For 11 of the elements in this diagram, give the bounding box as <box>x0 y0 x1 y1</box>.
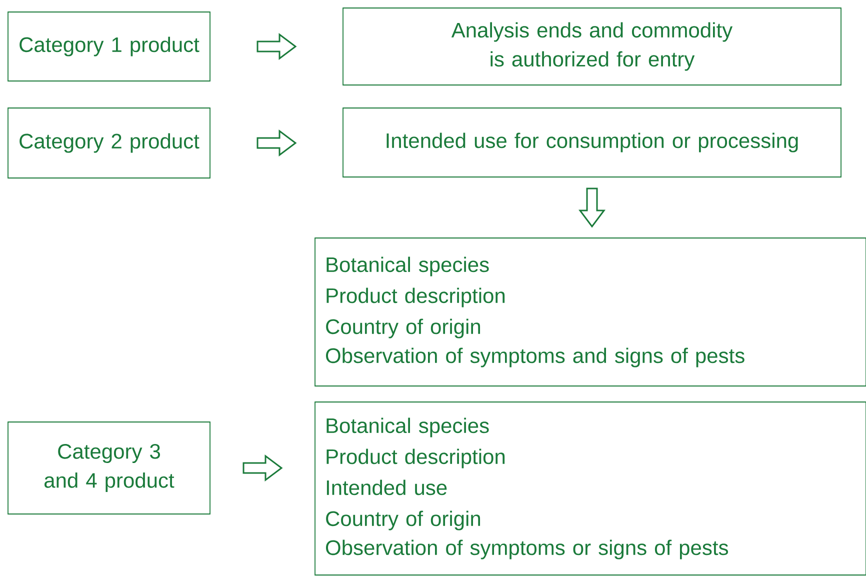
text-box: Botanical species Product description Country of origin Observation of symptoms and signs of pests <box>314 238 866 386</box>
text-box: Category 3 and 4 product <box>8 422 210 514</box>
text-box: Botanical species Product description Intended use Country of origin Observation of symptoms or signs of pests <box>314 402 866 576</box>
text-box: Category 1 product <box>8 12 210 82</box>
block-arrow <box>256 33 297 60</box>
text-box: Analysis ends and commodity is authorized for entry <box>342 8 842 86</box>
block-arrow <box>578 188 606 228</box>
text-box: Category 2 product <box>8 108 210 178</box>
text-box: Intended use for consumption or processing <box>342 108 842 178</box>
block-arrow <box>242 454 283 482</box>
block-arrow <box>256 130 297 156</box>
